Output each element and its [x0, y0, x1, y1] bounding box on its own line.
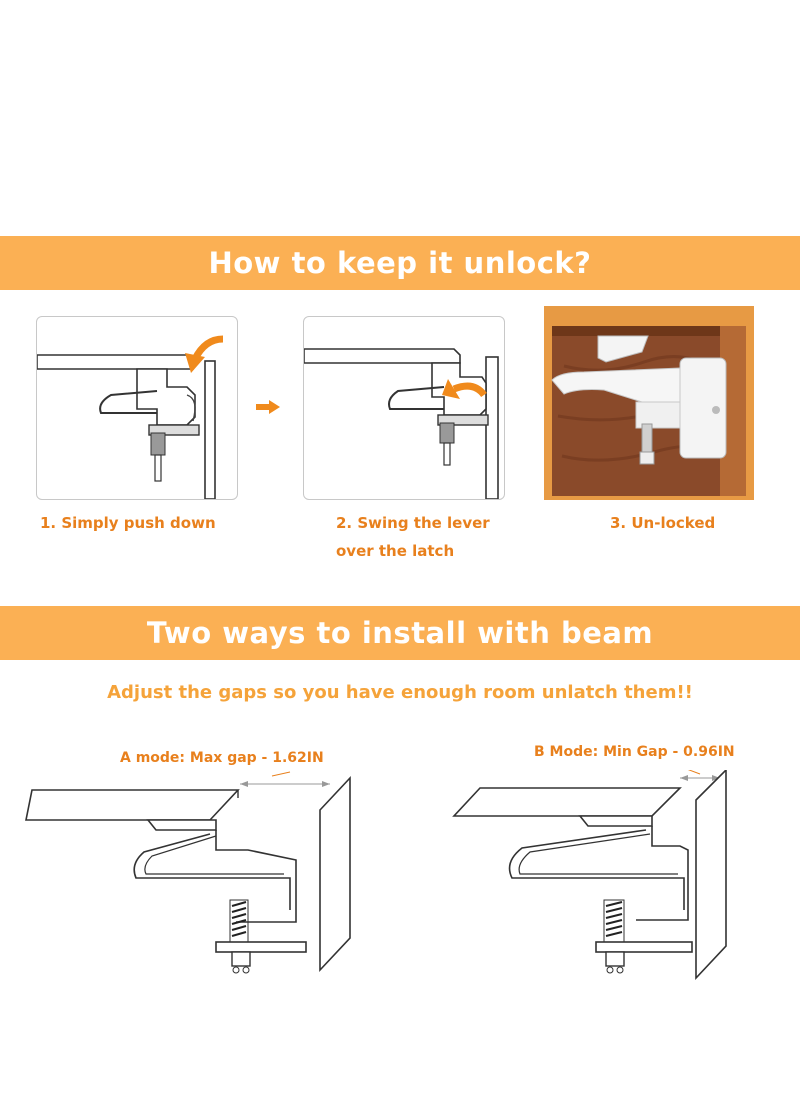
install-subtitle: Adjust the gaps so you have enough room … — [107, 682, 693, 703]
step-1-illustration — [36, 316, 238, 500]
step-1-caption: 1. Simply push down — [40, 514, 216, 532]
unlock-section-heading: How to keep it unlock? — [208, 246, 592, 280]
install-section-banner: Two ways to install with beam — [0, 606, 800, 660]
next-step-arrow-icon — [256, 400, 280, 414]
step-2-caption: 2. Swing the lever — [336, 514, 490, 532]
step-3-photo — [544, 306, 754, 500]
mode-b-label: B Mode: Min Gap - 0.96IN — [534, 744, 735, 760]
unlock-section-banner: How to keep it unlock? — [0, 236, 800, 290]
mode-a-diagram — [20, 770, 380, 980]
step-2-illustration — [303, 316, 505, 500]
step-2-caption-line2: over the latch — [336, 542, 455, 560]
step-3-caption: 3. Un-locked — [610, 514, 716, 532]
install-section-heading: Two ways to install with beam — [146, 616, 654, 650]
mode-a-label: A mode: Max gap - 1.62IN — [120, 750, 324, 766]
mode-b-diagram — [440, 770, 780, 980]
